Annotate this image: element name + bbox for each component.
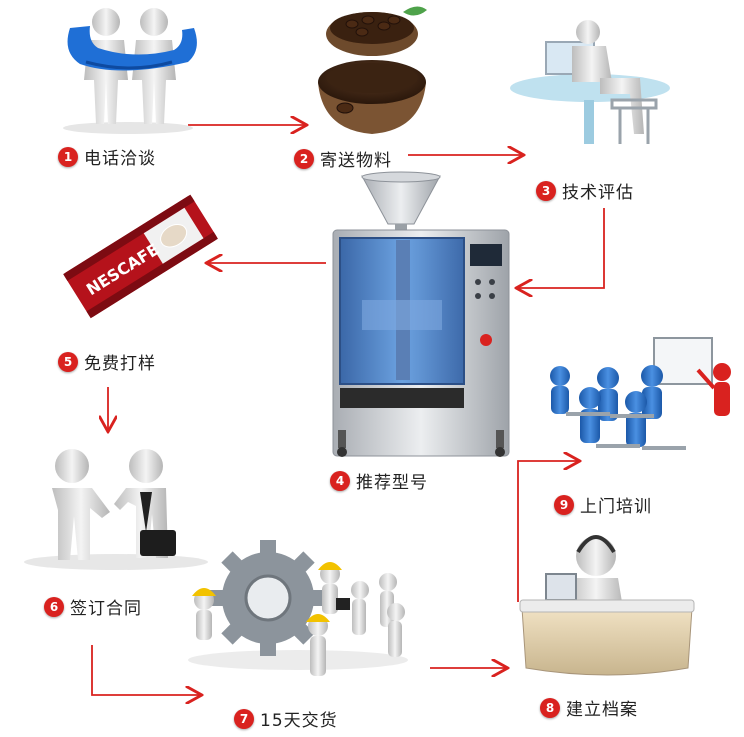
step-2-label: 寄送物料: [320, 151, 392, 171]
step-2-badge: 2: [294, 148, 314, 169]
step-4-label: 推荐型号: [356, 473, 428, 493]
step-7: 7 15天交货: [234, 706, 338, 731]
step-4: 4 推荐型号: [330, 468, 428, 493]
step-8-badge: 8: [540, 697, 560, 718]
step-1-badge: 1: [58, 146, 78, 167]
step-5-badge: 5: [58, 351, 78, 372]
step-5-label: 免费打样: [84, 354, 156, 374]
step-9-label: 上门培训: [580, 497, 652, 517]
step-8-label: 建立档案: [566, 700, 638, 720]
contract-handshake-illustration: [24, 449, 208, 570]
step-6: 6 签订合同: [44, 594, 142, 619]
delivery-gear-team-illustration: [188, 540, 408, 676]
sample-sachet-illustration: NESCAFE: [63, 194, 218, 319]
arrow-6-to-7: [91, 645, 200, 695]
step-3: 3 技术评估: [536, 178, 634, 203]
step-6-badge: 6: [44, 596, 64, 617]
step-9-badge: 9: [554, 494, 574, 515]
onsite-training-illustration: [550, 337, 731, 450]
arrow-8-to-9: [517, 461, 578, 602]
step-7-label: 15天交货: [260, 711, 338, 731]
arrow-3-to-4: [518, 208, 605, 288]
step-4-badge: 4: [330, 470, 350, 491]
packaging-machine-illustration: [332, 171, 510, 457]
coffee-sample-illustration: [318, 6, 427, 134]
phone-talk-illustration: [63, 8, 197, 134]
step-2: 2 寄送物料: [294, 146, 392, 171]
step-7-badge: 7: [234, 708, 254, 729]
step-3-label: 技术评估: [562, 183, 634, 203]
step-1: 1 电话洽谈: [58, 144, 156, 169]
step-6-label: 签订合同: [70, 599, 142, 619]
step-5: 5 免费打样: [58, 349, 156, 374]
reception-archive-illustration: [519, 535, 695, 676]
flow-arrows: [91, 125, 605, 695]
technical-evaluation-illustration: [510, 20, 670, 144]
step-8: 8 建立档案: [540, 695, 638, 720]
step-1-label: 电话洽谈: [84, 149, 156, 169]
step-9: 9 上门培训: [554, 492, 652, 517]
step-3-badge: 3: [536, 180, 556, 201]
